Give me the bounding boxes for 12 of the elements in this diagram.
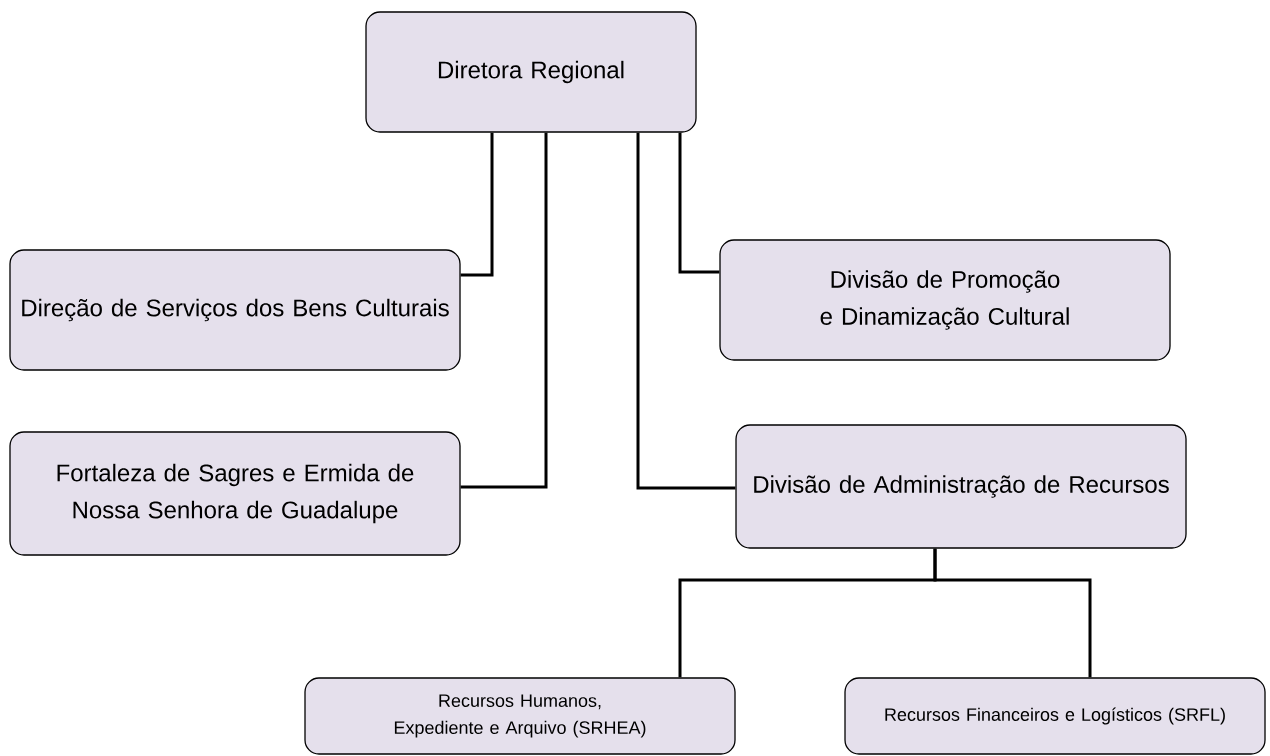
org-box: Divisão de Administração de Recursos xyxy=(735,424,1187,549)
connector-line xyxy=(933,548,1092,678)
org-box: Direção de Serviços dos Bens Culturais xyxy=(9,249,461,371)
connector-line xyxy=(460,132,548,489)
connector-line xyxy=(636,132,736,490)
org-box: Fortaleza de Sagres e Ermida de Nossa Senhora de Guadalupe xyxy=(9,431,461,556)
org-box: Divisão de Promoção e Dinamização Cultural xyxy=(719,239,1171,361)
org-box: Recursos Humanos, Expediente e Arquivo (SRHEA) xyxy=(304,677,736,755)
connector-line xyxy=(460,132,494,277)
org-box: Diretora Regional xyxy=(365,11,697,133)
org-box: Recursos Financeiros e Logísticos (SRFL) xyxy=(844,677,1266,755)
connector-line xyxy=(678,132,720,274)
